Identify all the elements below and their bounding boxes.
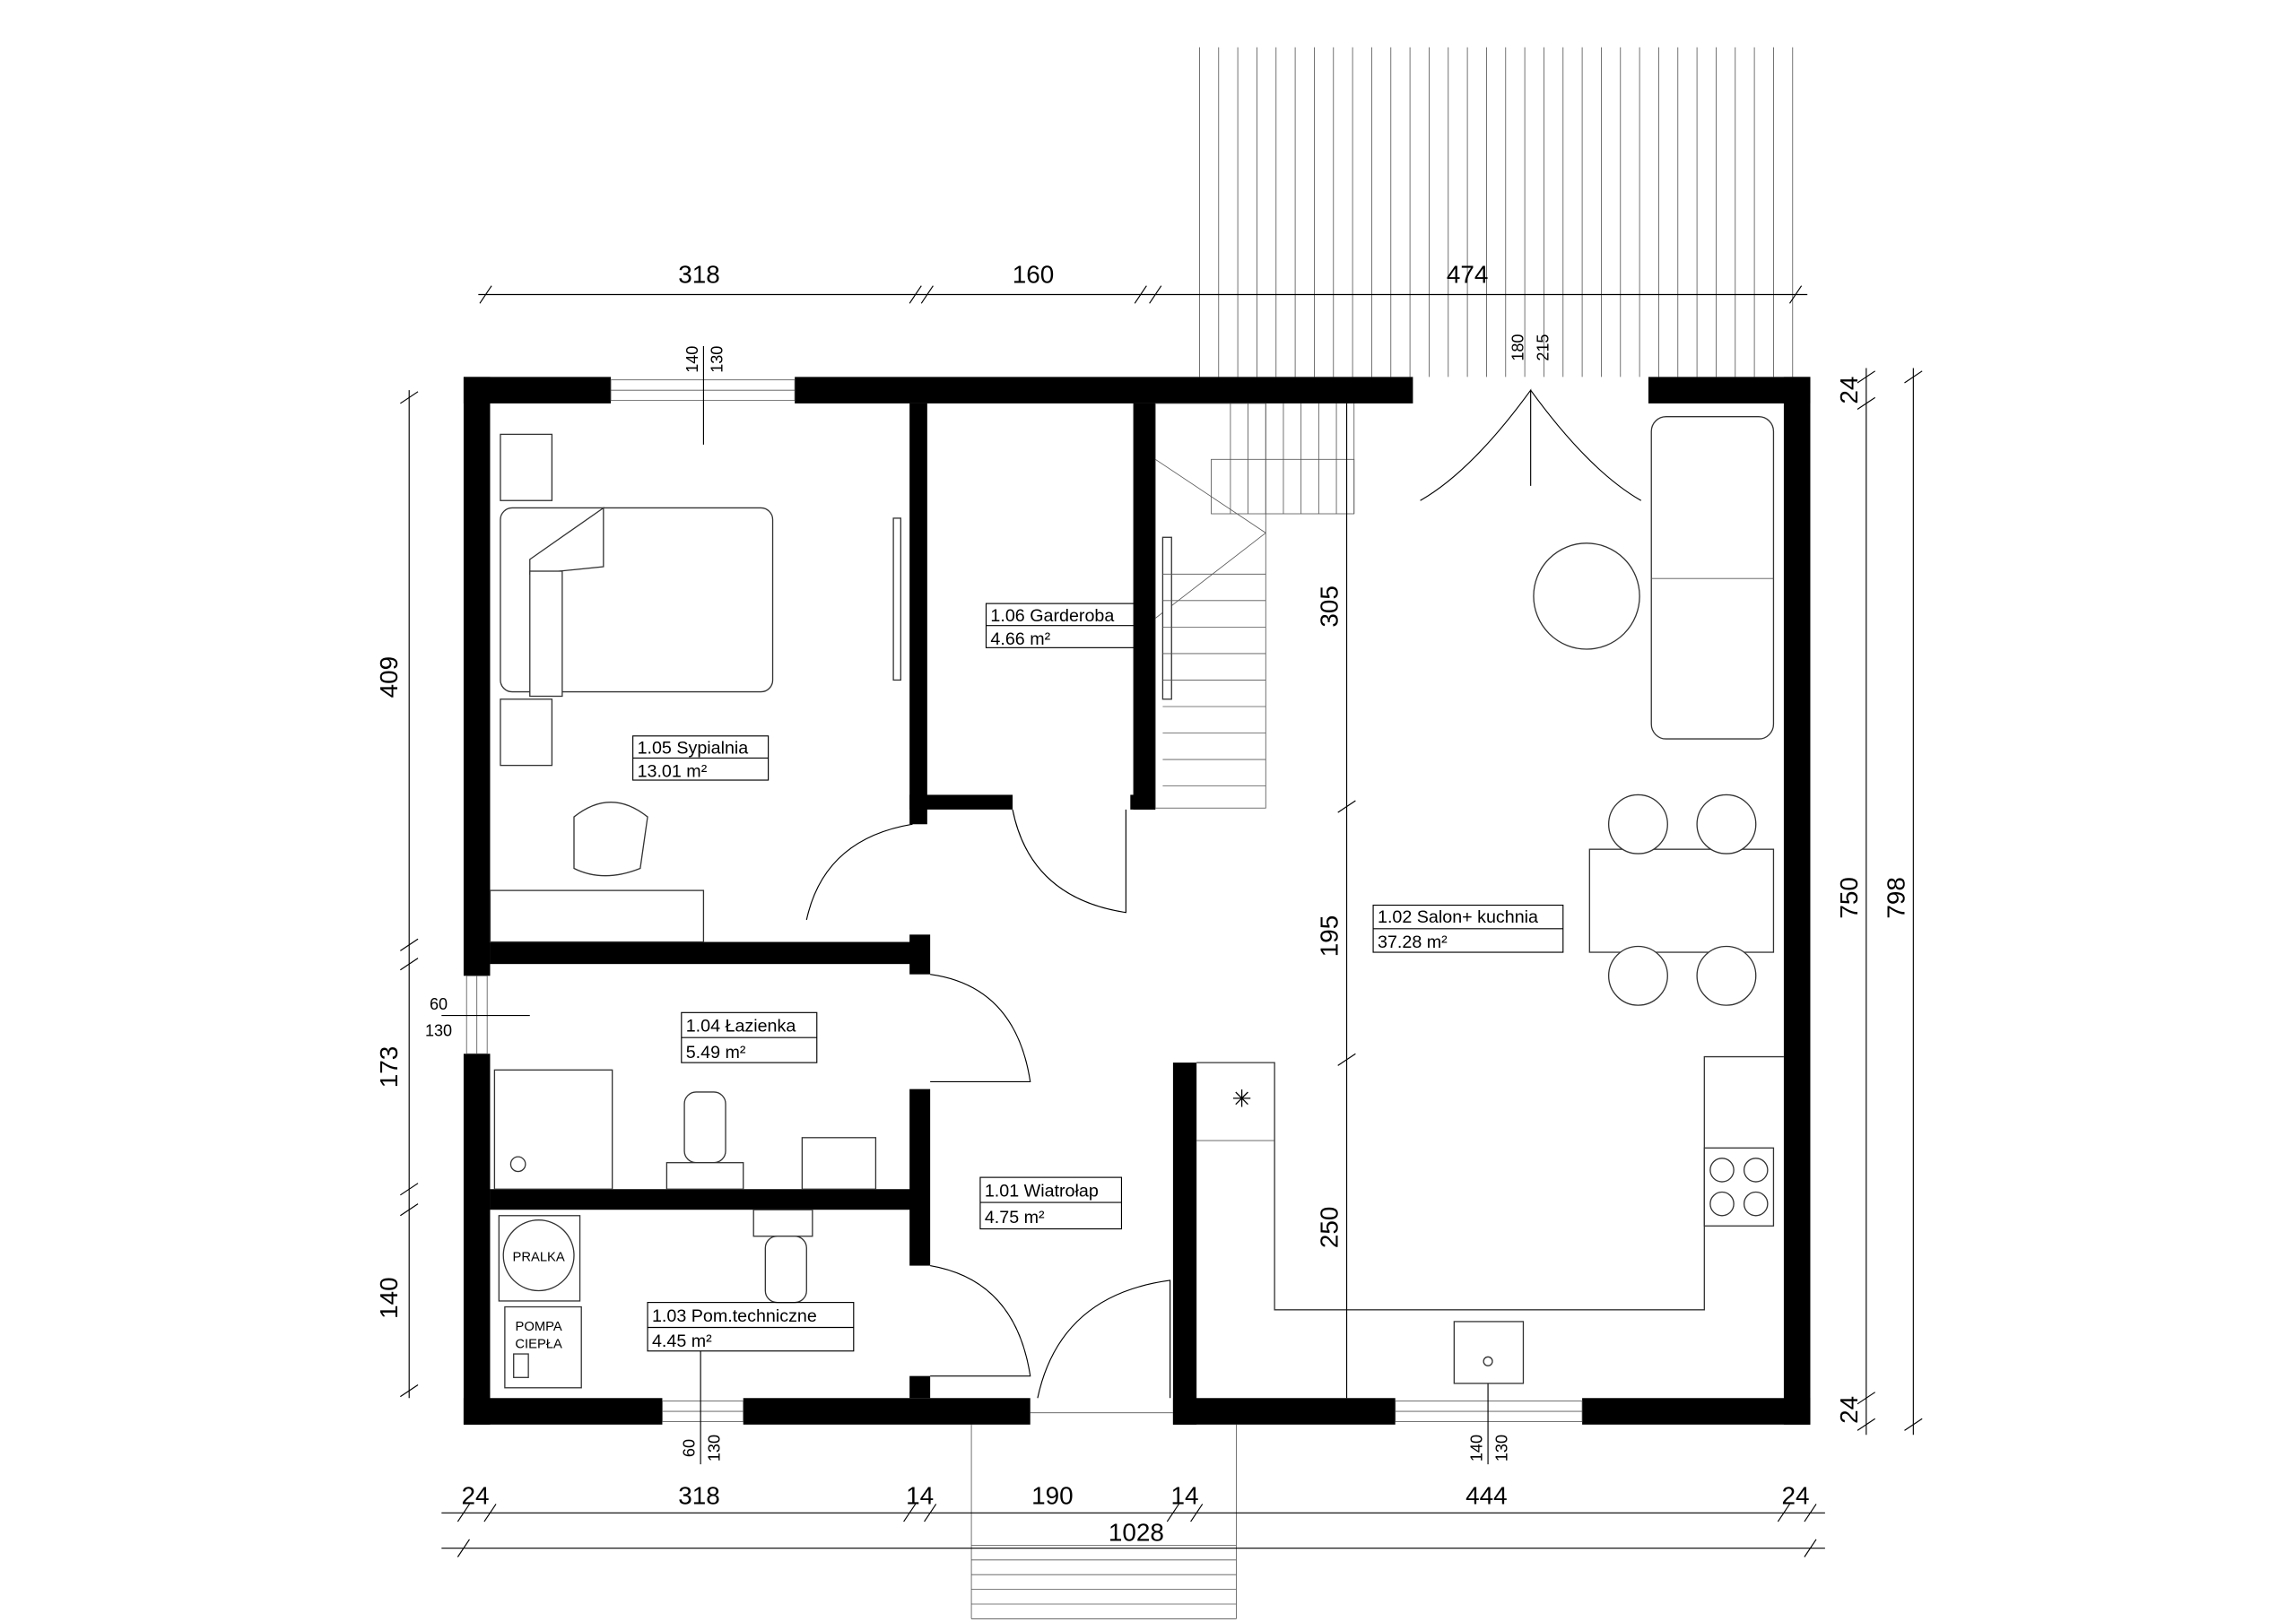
doors xyxy=(805,388,1642,1399)
svg-text:✳: ✳ xyxy=(1232,1085,1252,1112)
tech-window-dim-1: 60 xyxy=(681,1439,699,1457)
furniture: ✳ xyxy=(489,416,1784,1389)
dimension-labels: 318 160 474 24 318 14 190 14 444 24 1028… xyxy=(375,260,1909,1546)
bedroom-window-dim-2: 130 xyxy=(709,346,726,373)
room-label-1-02: 1.02 Salon+ kuchnia 37.28 m² xyxy=(1372,904,1564,953)
room-name: 1.03 Pom.techniczne xyxy=(652,1306,817,1326)
heat-pump-label-2: CIEPŁA xyxy=(515,1337,562,1351)
dim-interior-1: 305 xyxy=(1316,585,1344,628)
room-area: 5.49 m² xyxy=(686,1043,746,1063)
dim-right-3: 24 xyxy=(1835,1396,1863,1424)
heat-pump-label-1: POMPA xyxy=(516,1320,562,1334)
room-name: 1.04 Łazienka xyxy=(686,1017,796,1037)
tech-window-dim-2: 130 xyxy=(705,1435,723,1462)
dim-bottom-6: 444 xyxy=(1465,1481,1508,1509)
dim-bottom-7: 24 xyxy=(1782,1481,1810,1509)
bedroom-window-dim-1: 140 xyxy=(683,346,701,373)
dim-top-1: 318 xyxy=(678,260,720,288)
room-name: 1.02 Salon+ kuchnia xyxy=(1378,907,1538,927)
room-area: 4.75 m² xyxy=(985,1208,1045,1227)
dim-left-2: 173 xyxy=(375,1046,403,1089)
dim-left-3: 140 xyxy=(375,1277,403,1319)
room-label-1-04: 1.04 Łazienka 5.49 m² xyxy=(681,1011,818,1063)
dim-top-2: 160 xyxy=(1013,260,1055,288)
terrace xyxy=(1199,47,1794,377)
room-label-1-01: 1.01 Wiatrołap 4.75 m² xyxy=(979,1176,1123,1230)
room-label-1-05: 1.05 Sypialnia 13.01 m² xyxy=(632,735,770,782)
staircase xyxy=(1154,403,1355,809)
dim-bottom-3: 14 xyxy=(906,1481,934,1509)
bath-window-dim-1: 60 xyxy=(430,995,448,1013)
room-label-1-03: 1.03 Pom.techniczne 4.45 m² xyxy=(647,1302,855,1352)
dim-right-total: 798 xyxy=(1882,877,1909,919)
walls xyxy=(463,377,1811,1425)
washer-label: PRALKA xyxy=(513,1251,565,1265)
dim-interior-3: 250 xyxy=(1316,1207,1344,1249)
terrace-door-dim-1: 180 xyxy=(1509,334,1526,361)
dim-interior-2: 195 xyxy=(1316,915,1344,958)
dimension-lines xyxy=(400,285,1923,1557)
dim-left-1: 409 xyxy=(375,656,403,698)
room-area: 37.28 m² xyxy=(1378,932,1448,952)
bath-window-dim-2: 130 xyxy=(425,1022,452,1040)
room-name: 1.01 Wiatrołap xyxy=(985,1181,1099,1201)
room-area: 4.45 m² xyxy=(652,1331,712,1351)
dim-top-3: 474 xyxy=(1447,260,1489,288)
room-label-1-06: 1.06 Garderoba 4.66 m² xyxy=(985,603,1137,649)
dim-right-2: 750 xyxy=(1835,877,1863,919)
washer xyxy=(502,1219,575,1292)
dim-bottom-4: 190 xyxy=(1031,1481,1074,1509)
room-name: 1.06 Garderoba xyxy=(990,606,1114,626)
kitchen-window-dim-2: 130 xyxy=(1492,1435,1510,1462)
dim-total-width: 1028 xyxy=(1109,1518,1164,1546)
windows xyxy=(441,345,1583,1465)
kitchen-window-dim-1: 140 xyxy=(1468,1435,1486,1462)
dim-right-1: 24 xyxy=(1835,377,1863,404)
room-area: 4.66 m² xyxy=(990,629,1050,649)
dim-bottom-1: 24 xyxy=(462,1481,490,1509)
room-name: 1.05 Sypialnia xyxy=(638,739,749,759)
entrance-steps xyxy=(970,1424,1237,1619)
dim-bottom-5: 14 xyxy=(1171,1481,1199,1509)
terrace-door-dim-2: 215 xyxy=(1534,334,1552,361)
dim-bottom-2: 318 xyxy=(678,1481,720,1509)
room-area: 13.01 m² xyxy=(638,762,708,782)
